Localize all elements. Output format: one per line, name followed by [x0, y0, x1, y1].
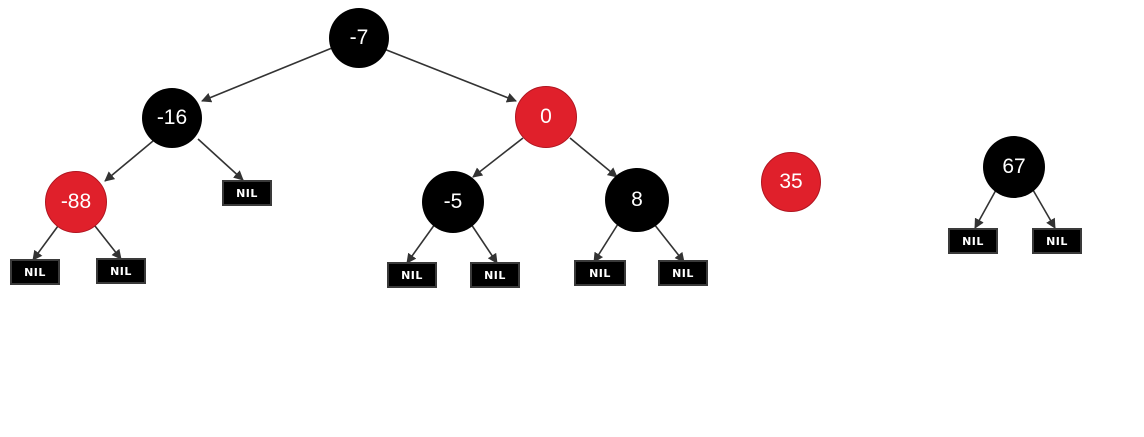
- node-label: -16: [156, 106, 188, 129]
- tree-node-n7: -7: [329, 8, 389, 68]
- edge-n8-nil-right: [653, 223, 685, 263]
- node-label: 35: [779, 170, 803, 193]
- node-label: 0: [540, 105, 552, 128]
- edge-n0-n5: [472, 137, 524, 178]
- nil-leaf: NIL: [574, 260, 626, 286]
- node-label: -7: [349, 26, 369, 49]
- nil-leaf: NIL: [10, 259, 60, 285]
- edge-n5-nil-left: [406, 223, 436, 264]
- tree-node-n5: -5: [422, 171, 484, 233]
- edge-n67-nil-right: [1032, 189, 1056, 229]
- edge-n7-n0: [383, 48, 517, 103]
- tree-node-n16: -16: [142, 88, 202, 148]
- tree-node-n8: 8: [605, 168, 669, 232]
- node-label: 8: [631, 188, 643, 211]
- edge-n67-nil-left: [974, 189, 997, 229]
- tree-node-n0: 0: [515, 86, 577, 148]
- nil-leaf: NIL: [222, 180, 272, 206]
- tree-node-n67: 67: [983, 136, 1045, 198]
- tree-node-n35: 35: [761, 152, 821, 212]
- edge-n5-nil-right: [470, 223, 498, 264]
- edge-n88-nil-left: [32, 225, 59, 261]
- edge-n7-n16: [201, 47, 333, 103]
- edge-n0-n8: [569, 137, 618, 178]
- nil-leaf: NIL: [387, 262, 437, 288]
- nil-leaf: NIL: [470, 262, 520, 288]
- edge-n16-n88: [104, 140, 154, 182]
- nil-leaf: NIL: [96, 258, 146, 284]
- nil-leaf: NIL: [1032, 228, 1082, 254]
- nil-leaf: NIL: [948, 228, 998, 254]
- node-label: -5: [443, 190, 463, 213]
- edge-n8-nil-left: [593, 223, 619, 263]
- node-label: 67: [1002, 155, 1026, 178]
- edge-n88-nil-right: [94, 225, 122, 260]
- edge-n16-nil: [197, 138, 244, 181]
- tree-node-n88: -88: [45, 171, 107, 233]
- nil-leaf: NIL: [658, 260, 708, 286]
- node-label: -88: [60, 190, 92, 213]
